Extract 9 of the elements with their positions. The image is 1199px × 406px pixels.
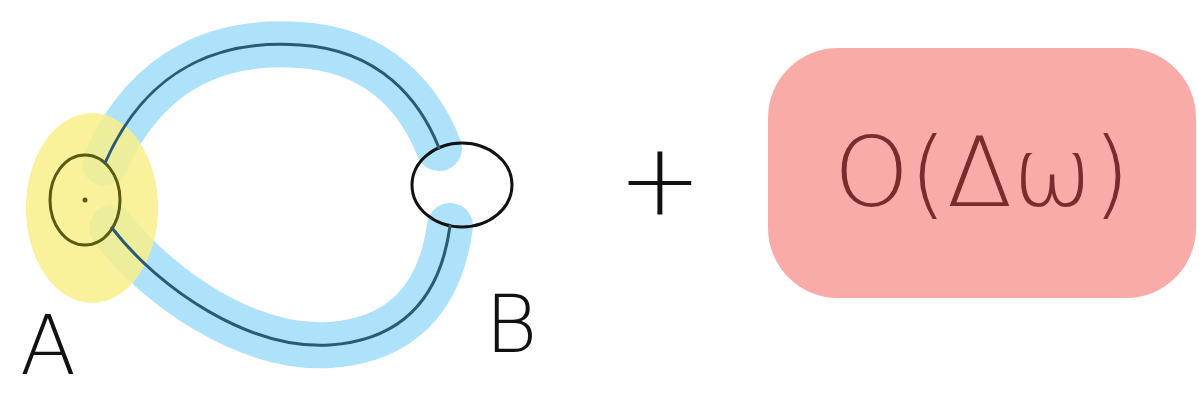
formula-text: O(Δω) [833, 117, 1131, 229]
dotted-circle [48, 153, 122, 247]
connector-line [110, 224, 452, 347]
plus-sign: + [618, 130, 702, 230]
connector-line [103, 42, 441, 165]
node-caption: B [485, 285, 538, 365]
node-caption: A [20, 305, 77, 387]
circle [410, 141, 514, 229]
highlighted-blob [768, 48, 1196, 298]
